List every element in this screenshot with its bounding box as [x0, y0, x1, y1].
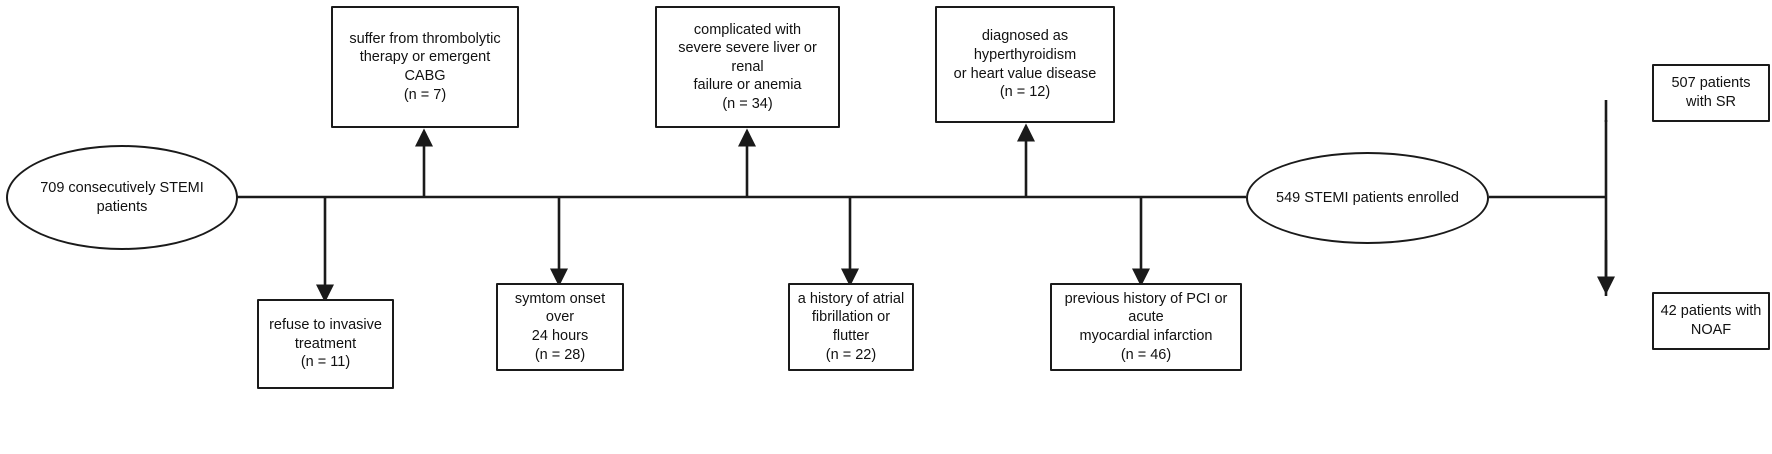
- node-exclusion-liver-renal-anemia: complicated with severe severe liver or …: [655, 6, 840, 128]
- node-exclusion-prior-pci-mi: previous history of PCI or acute myocard…: [1050, 283, 1242, 371]
- node-exclusion-refuse-invasive: refuse to invasive treatment (n = 11): [257, 299, 394, 389]
- node-enrolled-population: 549 STEMI patients enrolled: [1246, 152, 1489, 244]
- node-exclusion-symptom-onset: symtom onset over 24 hours (n = 28): [496, 283, 624, 371]
- node-exclusion-hyperthyroidism-valve: diagnosed as hyperthyroidism or heart va…: [935, 6, 1115, 123]
- node-start-population: 709 consecutively STEMI patients: [6, 145, 238, 250]
- node-exclusion-atrial-fibrillation: a history of atrial fibrillation or flut…: [788, 283, 914, 371]
- node-outcome-sinus-rhythm: 507 patients with SR: [1652, 64, 1770, 122]
- node-outcome-noaf: 42 patients with NOAF: [1652, 292, 1770, 350]
- node-exclusion-thrombolytic-cabg: suffer from thrombolytic therapy or emer…: [331, 6, 519, 128]
